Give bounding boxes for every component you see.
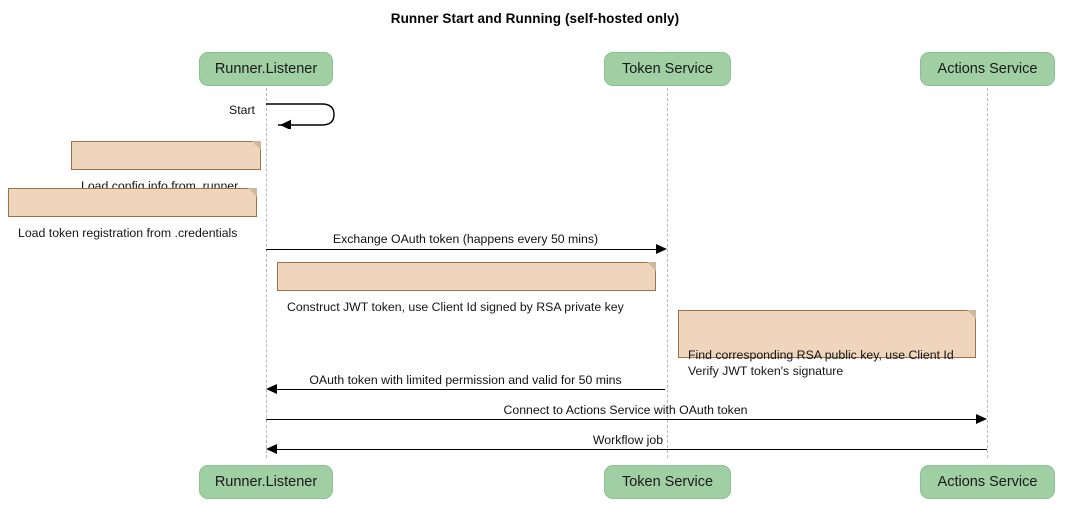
self-message-start-label: Start bbox=[229, 103, 255, 117]
message-exchange-oauth-line[interactable] bbox=[266, 249, 665, 250]
message-connect-actions-line[interactable] bbox=[266, 419, 985, 420]
lifeline-runner bbox=[266, 88, 267, 458]
self-message-start[interactable] bbox=[264, 101, 338, 131]
participant-token-bottom[interactable]: Token Service bbox=[604, 465, 731, 499]
page-title: Runner Start and Running (self-hosted on… bbox=[390, 11, 680, 26]
note-fold-corner-icon bbox=[967, 310, 976, 319]
participant-token-top[interactable]: Token Service bbox=[604, 52, 731, 86]
participant-label: Token Service bbox=[621, 61, 714, 77]
message-workflow-job-label: Workflow job bbox=[592, 433, 664, 447]
participant-label: Actions Service bbox=[937, 61, 1038, 77]
participant-runner-bottom[interactable]: Runner.Listener bbox=[199, 465, 333, 499]
lifeline-token bbox=[667, 88, 668, 458]
participant-runner-top[interactable]: Runner.Listener bbox=[199, 52, 333, 86]
note-load-config: Load config info from .runner bbox=[71, 141, 261, 193]
participant-actions-bottom[interactable]: Actions Service bbox=[920, 465, 1055, 499]
participant-label: Runner.Listener bbox=[214, 61, 318, 77]
message-oauth-response-arrowhead-icon bbox=[266, 384, 277, 394]
note-fold-corner-icon bbox=[252, 141, 261, 150]
message-oauth-response-label: OAuth token with limited permission and … bbox=[309, 373, 622, 387]
message-connect-actions-label: Connect to Actions Service with OAuth to… bbox=[503, 403, 748, 417]
note-verify-jwt: Find corresponding RSA public key, use C… bbox=[678, 310, 976, 378]
message-workflow-job-line[interactable] bbox=[276, 449, 987, 450]
message-workflow-job-arrowhead-icon bbox=[266, 444, 277, 454]
participant-label: Token Service bbox=[621, 474, 714, 490]
self-loop-icon bbox=[266, 103, 335, 131]
message-connect-actions-arrowhead-icon bbox=[976, 414, 987, 424]
note-text: Find corresponding RSA public key, use C… bbox=[688, 348, 954, 378]
participant-label: Runner.Listener bbox=[214, 474, 318, 490]
note-fold-corner-icon bbox=[647, 262, 656, 271]
participant-actions-top[interactable]: Actions Service bbox=[920, 52, 1055, 86]
note-construct-jwt: Construct JWT token, use Client Id signe… bbox=[277, 262, 656, 314]
note-load-token-registration: Load token registration from .credential… bbox=[8, 188, 257, 240]
participant-label: Actions Service bbox=[937, 474, 1038, 490]
message-exchange-oauth-label: Exchange OAuth token (happens every 50 m… bbox=[332, 232, 599, 246]
note-text: Construct JWT token, use Client Id signe… bbox=[287, 300, 624, 314]
lifeline-actions bbox=[987, 88, 988, 458]
message-exchange-oauth-arrowhead-icon bbox=[656, 244, 667, 254]
note-fold-corner-icon bbox=[248, 188, 257, 197]
note-text: Load token registration from .credential… bbox=[18, 226, 238, 240]
message-oauth-response-line[interactable] bbox=[276, 389, 665, 390]
